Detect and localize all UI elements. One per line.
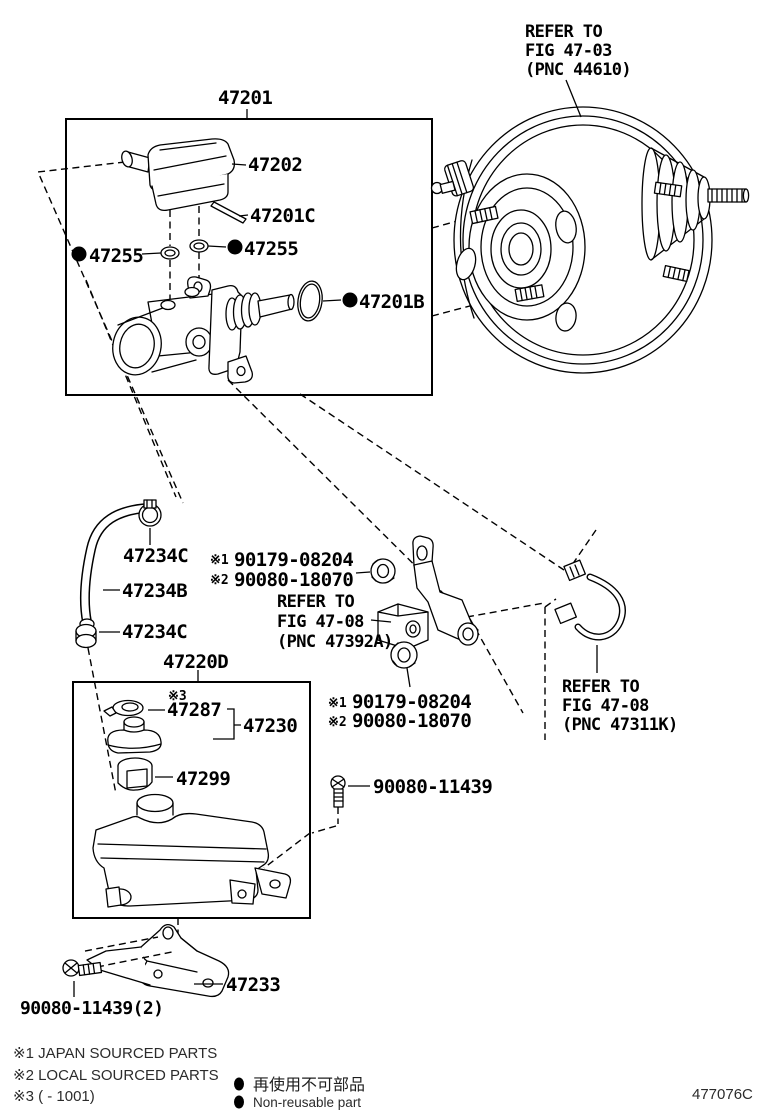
legend-note1: ※1 JAPAN SOURCED PARTS bbox=[13, 1045, 217, 1062]
bolt2-drawing bbox=[62, 959, 103, 977]
cap-plate-47287-drawing bbox=[103, 699, 144, 717]
reservoir-47220-drawing bbox=[92, 793, 292, 908]
booster-ref-leader bbox=[565, 79, 582, 118]
bracket-47233-drawing bbox=[86, 923, 230, 998]
booster-front-stud-icon bbox=[469, 205, 499, 225]
cap-47230-drawing bbox=[107, 716, 162, 754]
non-reusable-dot-47255-right bbox=[227, 239, 243, 255]
part-label-47230: 47230 bbox=[243, 715, 297, 737]
part-label-47220d: 47220D bbox=[163, 651, 228, 673]
assembly-47220d-box bbox=[72, 681, 311, 919]
master-cylinder-drawing bbox=[112, 276, 295, 384]
legend-non-reusable-jp: 再使用不可部品 bbox=[253, 1075, 365, 1094]
ref-bracket-line2: FIG 47-08 bbox=[277, 612, 364, 632]
ref-bracket-line3: (PNC 47392A) bbox=[277, 632, 393, 652]
part-label-90080-11439: 90080-11439 bbox=[373, 776, 492, 798]
legend-note3: ※3 ( - 1001) bbox=[13, 1088, 95, 1105]
ref-bracket-line1: REFER TO bbox=[277, 592, 354, 612]
grommet-right-drawing bbox=[189, 239, 209, 253]
ref-booster-line2: FIG 47-03 bbox=[525, 41, 612, 61]
bolt-90080-11439-drawing bbox=[330, 775, 346, 808]
part-label-47255-left: 47255 bbox=[89, 245, 143, 267]
clamp-top-drawing bbox=[138, 499, 162, 527]
ref-tube-line1: REFER TO bbox=[562, 677, 639, 697]
nut-upper-drawing bbox=[370, 558, 396, 584]
part-label-47234c-bottom: 47234C bbox=[122, 621, 187, 643]
part-label-47234b: 47234B bbox=[122, 580, 187, 602]
assembly-47201-box bbox=[65, 118, 433, 396]
nut-upper-number2: 90080-18070 bbox=[234, 569, 353, 591]
nut-upper-mark1: ※1 bbox=[210, 553, 229, 568]
booster-front-stud2-icon bbox=[514, 284, 545, 302]
part-label-47201c: 47201C bbox=[250, 205, 315, 227]
non-reusable-dot-47201b bbox=[342, 292, 358, 308]
part-label-47287: 47287 bbox=[167, 699, 221, 721]
part-label-47299: 47299 bbox=[176, 768, 230, 790]
booster-rear-stud2-icon bbox=[662, 264, 690, 283]
ref-tube-line3: (PNC 47311K) bbox=[562, 715, 678, 735]
nut-lower-mark2: ※2 bbox=[328, 715, 347, 730]
nut-upper-number1: 90179-08204 bbox=[234, 549, 353, 571]
note3-mark: ※3 bbox=[168, 689, 187, 704]
non-reusable-dot-47255-left bbox=[71, 246, 87, 262]
clamp-bottom-drawing bbox=[75, 623, 97, 649]
part-label-47255-right: 47255 bbox=[244, 238, 298, 260]
mc-bracket-drawing bbox=[377, 535, 479, 650]
non-reusable-bullet-en bbox=[234, 1095, 244, 1109]
nut-lower-mark1: ※1 bbox=[328, 696, 347, 711]
legend-non-reusable-en: Non-reusable part bbox=[253, 1095, 361, 1110]
ref-booster-line1: REFER TO bbox=[525, 22, 602, 42]
figure-code: 477076C bbox=[692, 1086, 753, 1103]
ref-booster-line3: (PNC 44610) bbox=[525, 60, 631, 80]
part-label-90080-11439-2: 90080-11439(2) bbox=[20, 998, 163, 1019]
grommet-left-drawing bbox=[160, 246, 180, 260]
part-label-47201: 47201 bbox=[218, 87, 272, 109]
part-label-47201b: 47201B bbox=[359, 291, 424, 313]
non-reusable-bullet-jp bbox=[234, 1077, 244, 1091]
legend-note2: ※2 LOCAL SOURCED PARTS bbox=[13, 1067, 219, 1084]
pin-47201c-drawing bbox=[210, 201, 247, 224]
booster-rear-stud-icon bbox=[653, 181, 683, 198]
brake-booster-drawing bbox=[430, 106, 750, 374]
nut-upper-mark2: ※2 bbox=[210, 573, 229, 588]
part-label-47233: 47233 bbox=[226, 974, 280, 996]
bracket-hidden-lines bbox=[84, 936, 173, 968]
nut-lower-drawing bbox=[390, 641, 418, 669]
part-label-47202: 47202 bbox=[248, 154, 302, 176]
nut-lower-number2: 90080-18070 bbox=[352, 710, 471, 732]
brake-tube-drawing bbox=[554, 559, 626, 641]
leader-lines bbox=[73, 109, 598, 997]
reservoir-tank-drawing bbox=[121, 138, 236, 212]
part-label-47234c-top: 47234C bbox=[123, 545, 188, 567]
oring-drawing bbox=[297, 280, 323, 322]
ref-tube-line2: FIG 47-08 bbox=[562, 696, 649, 716]
strainer-47299-drawing bbox=[117, 757, 153, 791]
nut-lower-number1: 90179-08204 bbox=[352, 691, 471, 713]
hose-47234b-drawing bbox=[79, 503, 153, 630]
